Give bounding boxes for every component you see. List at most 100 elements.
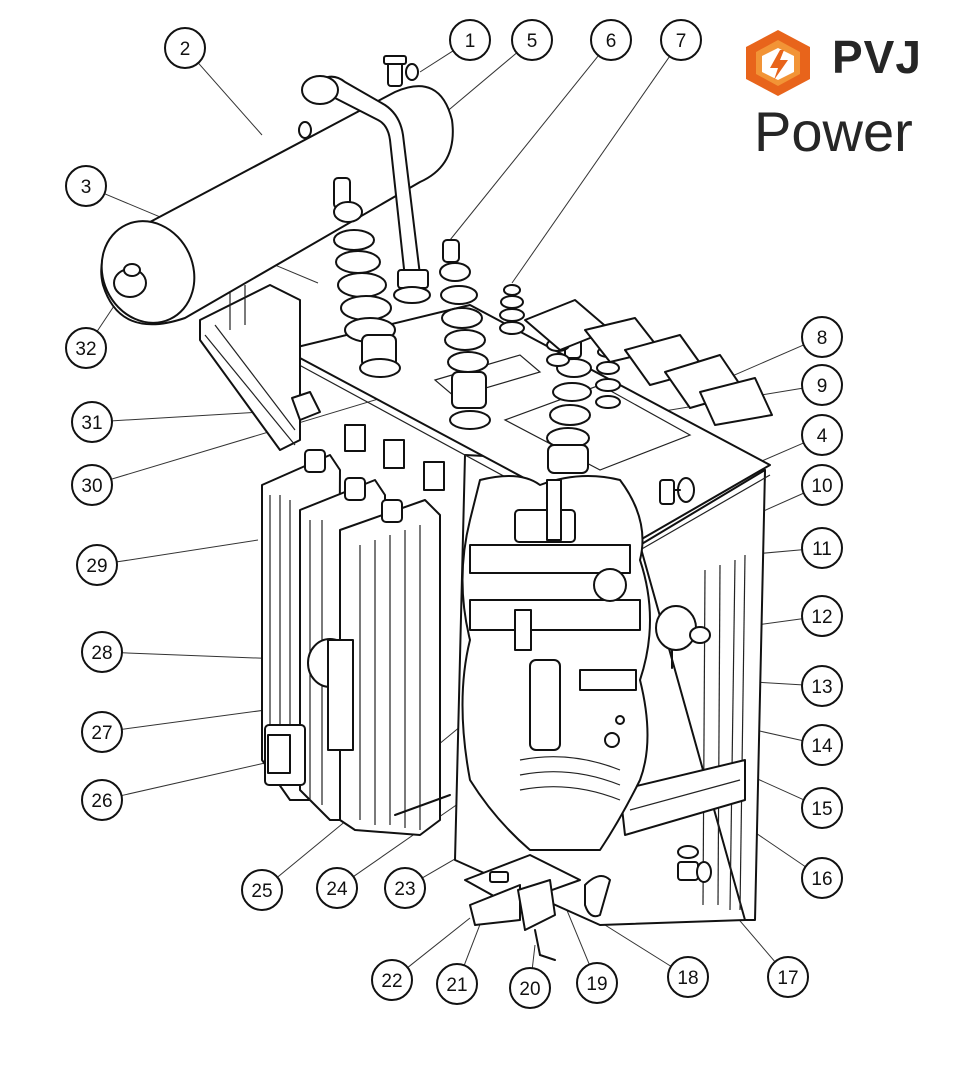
callout-9: 9 [801,364,843,406]
leader-line-6 [449,55,599,241]
oil-pipe [298,75,431,304]
callout-32: 32 [65,327,107,369]
callout-number: 5 [527,31,538,52]
callout-20: 20 [509,967,551,1009]
callout-circle [81,779,123,821]
callout-number: 17 [777,968,798,989]
callout-14: 14 [801,724,843,766]
sampling-valve [659,477,695,505]
callout-31: 31 [71,401,113,443]
callout-30: 30 [71,464,113,506]
callout-circle [801,857,843,899]
callout-circle [801,414,843,456]
callout-number: 24 [326,879,348,900]
callout-circle [65,165,107,207]
callout-number: 18 [677,968,698,989]
callout-circle [801,527,843,569]
callout-number: 28 [91,643,112,664]
lifting-lug [291,391,321,421]
callout-6: 6 [590,19,632,61]
callout-22: 22 [371,959,413,1001]
callout-circle [71,464,113,506]
callout-26: 26 [81,779,123,821]
callout-1: 1 [449,19,491,61]
callout-circle [801,316,843,358]
callout-number: 7 [676,31,687,52]
pvj-power-logo: PVJ Power [742,28,942,168]
callout-number: 23 [394,879,415,900]
callout-circle [801,364,843,406]
callout-17: 17 [767,956,809,998]
gas-relay [655,605,711,669]
callout-number: 2 [180,39,191,60]
callout-circle [436,963,478,1005]
callout-number: 22 [381,971,402,992]
callout-8: 8 [801,316,843,358]
callout-15: 15 [801,787,843,829]
air-vent-valve [383,55,419,87]
callout-21: 21 [436,963,478,1005]
callout-circle [576,962,618,1004]
callout-number: 11 [812,539,832,560]
callout-29: 29 [76,544,118,586]
callout-circle [590,19,632,61]
callout-23: 23 [384,867,426,909]
callout-number: 20 [519,979,540,1000]
callout-4: 4 [801,414,843,456]
callout-circle [511,19,553,61]
callout-2: 2 [164,27,206,69]
drain-valve [677,845,712,883]
conservator-tank [100,85,454,326]
callout-18: 18 [667,956,709,998]
callout-circle [767,956,809,998]
callout-number: 25 [251,881,272,902]
callout-12: 12 [801,595,843,637]
callout-circle [660,19,702,61]
brand-name: PVJ [832,31,922,83]
callout-number: 15 [811,799,832,820]
callout-28: 28 [81,631,123,673]
callout-16: 16 [801,857,843,899]
callout-circle [371,959,413,1001]
callout-circle [316,867,358,909]
callout-19: 19 [576,962,618,1004]
callout-number: 13 [811,677,832,698]
callout-number: 10 [811,476,832,497]
callout-circle [667,956,709,998]
leader-line-20 [531,944,536,969]
callout-3: 3 [65,165,107,207]
callout-number: 29 [86,556,107,577]
callout-circle [384,867,426,909]
callout-circle [81,711,123,753]
callout-circle [801,464,843,506]
callout-11: 11 [801,527,843,569]
cutaway-interior [461,475,651,851]
callout-number: 19 [586,974,607,995]
callout-5: 5 [511,19,553,61]
leader-line-1 [419,50,454,73]
callout-number: 27 [91,723,112,744]
callout-circle [801,595,843,637]
hv-bushing-middle [439,239,491,430]
terminal-covers [524,299,773,426]
callout-circle [801,787,843,829]
brand-tagline: Power [754,100,913,163]
leader-line-2 [197,62,263,136]
callout-25: 25 [241,869,283,911]
oil-level-gauge [307,638,354,751]
callout-number: 31 [81,413,102,434]
leader-line-18 [596,919,672,967]
callout-number: 32 [75,339,96,360]
callout-circle [241,869,283,911]
callout-number: 21 [446,975,467,996]
callout-circle [76,544,118,586]
callout-27: 27 [81,711,123,753]
callout-circle [801,665,843,707]
callout-number: 12 [811,607,832,628]
lightning-hex-icon [746,30,810,96]
base-and-wheels [394,794,611,961]
callout-7: 7 [660,19,702,61]
callout-circle [65,327,107,369]
leader-line-7 [511,56,670,284]
